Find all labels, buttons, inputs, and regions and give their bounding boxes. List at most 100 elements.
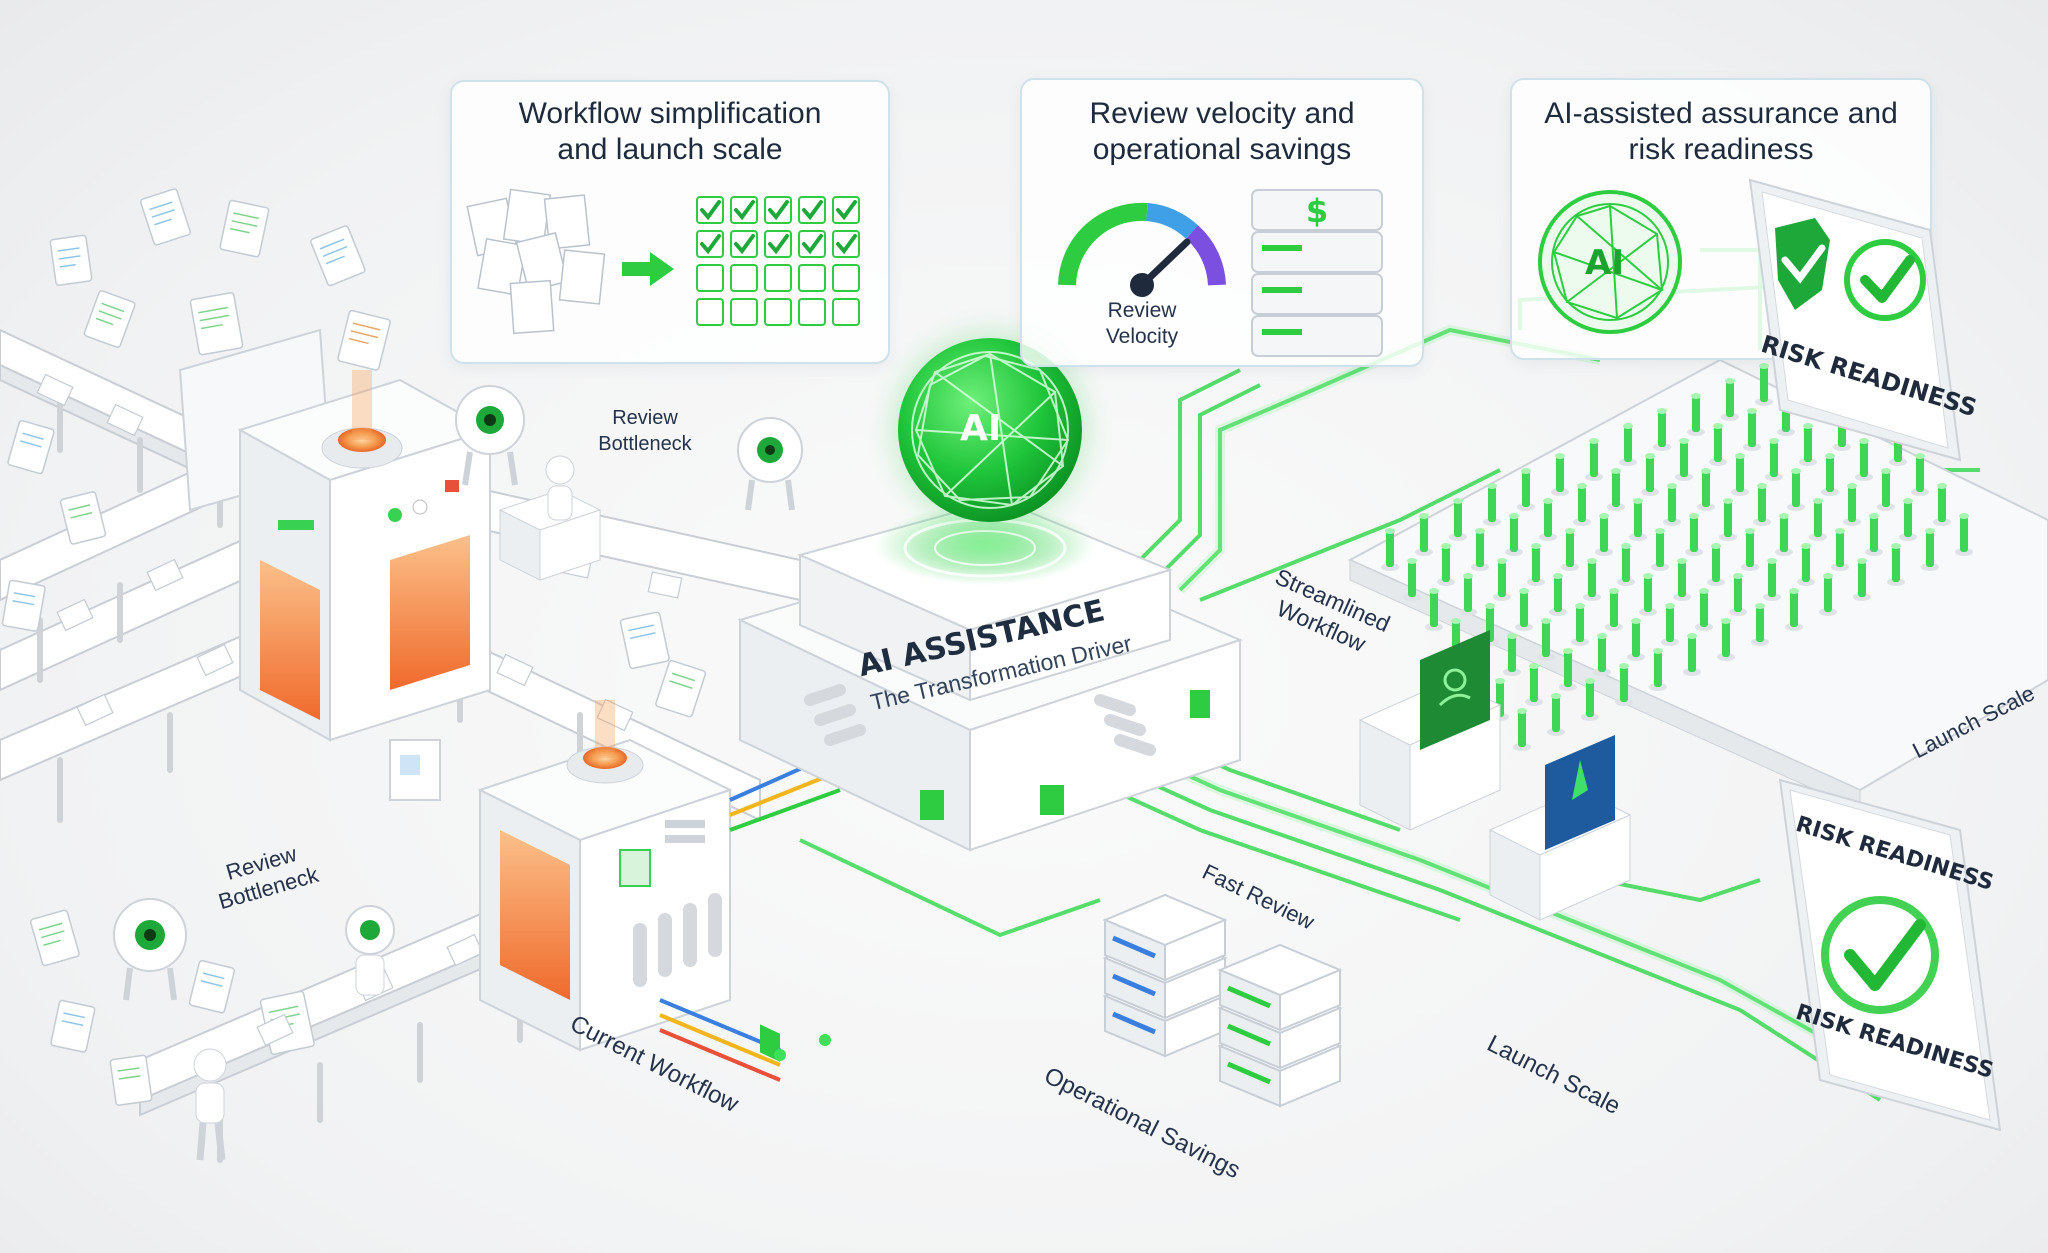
pin [1605, 588, 1623, 631]
hub-ai-label: AI [960, 408, 1002, 449]
pin [1731, 453, 1749, 496]
svg-text:$: $ [1306, 192, 1328, 230]
pin [1819, 573, 1837, 616]
panel-velocity-title: Review velocity and operational savings [1089, 97, 1355, 166]
robot-eye-1 [455, 385, 525, 486]
pin [1821, 453, 1839, 496]
pin [1721, 378, 1739, 421]
pin [1551, 453, 1569, 496]
pin [1515, 588, 1533, 631]
pin [1571, 603, 1589, 646]
pin [1415, 513, 1433, 556]
pin [1549, 573, 1567, 616]
pin [1763, 558, 1781, 601]
paper-pile-icon [466, 188, 606, 335]
pin [1513, 708, 1531, 751]
pin [1707, 543, 1725, 586]
pin [1381, 528, 1399, 571]
shield-check-icon [1775, 218, 1830, 310]
pin [1933, 483, 1951, 526]
pin [1617, 543, 1635, 586]
circle-check-icon [1844, 239, 1926, 321]
ai-badge-icon [1538, 190, 1682, 334]
pin [1661, 603, 1679, 646]
pin [1675, 438, 1693, 481]
pin [1573, 483, 1591, 526]
pin [1459, 573, 1477, 616]
pin [1865, 513, 1883, 556]
pin [1787, 468, 1805, 511]
pin [1517, 468, 1535, 511]
pin [1755, 363, 1773, 406]
label-review-bottleneck-top: Review Bottleneck [598, 407, 692, 455]
pin [1581, 678, 1599, 721]
small-box [389, 739, 441, 801]
panel-workflow: Workflow simplification and launch scale [450, 80, 890, 364]
pin [1685, 513, 1703, 556]
pin [1559, 648, 1577, 691]
pin [1729, 573, 1747, 616]
pin [1547, 693, 1565, 736]
glow-dots [774, 1034, 831, 1061]
checkbox-grid-icon [696, 196, 860, 326]
pin [1775, 513, 1793, 556]
pin [1653, 408, 1671, 451]
pin [1673, 558, 1691, 601]
pin [1585, 438, 1603, 481]
server-stack [1217, 943, 1343, 1108]
pin [1639, 573, 1657, 616]
pin [1425, 588, 1443, 631]
pin [1483, 483, 1501, 526]
worker-figure-1 [545, 455, 575, 521]
pin [1493, 558, 1511, 601]
pin [1593, 633, 1611, 676]
pin [1843, 483, 1861, 526]
pin [1831, 528, 1849, 571]
worker-figure-2 [193, 1048, 227, 1161]
pin [1753, 483, 1771, 526]
server-stacks-bottom [1102, 893, 1343, 1108]
pin [1503, 633, 1521, 676]
server-stack [1102, 893, 1228, 1058]
pin [1583, 558, 1601, 601]
pin [1525, 663, 1543, 706]
pin [1627, 618, 1645, 661]
robot-eye-4 [345, 905, 395, 996]
arrow-right-icon [622, 252, 674, 286]
pin [1449, 498, 1467, 541]
pin [1855, 438, 1873, 481]
pin [1537, 618, 1555, 661]
pin [1651, 528, 1669, 571]
pin [1719, 498, 1737, 541]
pin [1663, 483, 1681, 526]
pin [1717, 618, 1735, 661]
pin [1629, 498, 1647, 541]
pin [1561, 528, 1579, 571]
pin [1797, 543, 1815, 586]
pin [1595, 513, 1613, 556]
assurance-ai-label: AI [1585, 243, 1624, 283]
pin [1471, 528, 1489, 571]
conveyor-legs [37, 397, 583, 1163]
pin [1877, 468, 1895, 511]
pin [1809, 498, 1827, 541]
pin [1887, 543, 1905, 586]
pin [1697, 468, 1715, 511]
legacy-machine-upper [178, 328, 493, 742]
pin [1607, 468, 1625, 511]
pin [1955, 513, 1973, 556]
pin [1709, 423, 1727, 466]
pin [1899, 498, 1917, 541]
panel-velocity: Review velocity and operational savings … [1020, 78, 1424, 367]
pin [1751, 603, 1769, 646]
pin [1539, 498, 1557, 541]
pin [1799, 423, 1817, 466]
panel-workflow-title: Workflow simplification and launch scale [518, 97, 822, 166]
pin [1741, 528, 1759, 571]
pin [1921, 528, 1939, 571]
pin-array [1381, 363, 1973, 751]
panel-assurance-title: AI-assisted assurance and risk readiness [1544, 97, 1898, 166]
server-stack-dollar-icon: $ [1251, 189, 1383, 357]
pin [1437, 543, 1455, 586]
pin [1527, 543, 1545, 586]
